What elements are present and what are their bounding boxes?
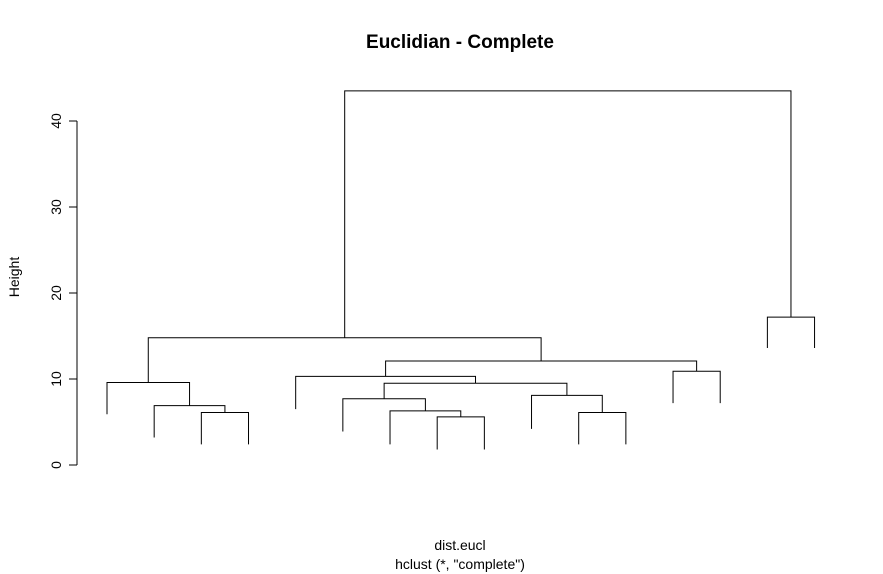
y-tick-label: 40 xyxy=(48,113,64,129)
y-tick-label: 10 xyxy=(48,371,64,387)
y-tick-label: 20 xyxy=(48,285,64,301)
dendrogram-merge xyxy=(147,337,542,383)
dendrogram-merge xyxy=(295,375,477,410)
chart-subtitle: hclust (*, "complete") xyxy=(395,556,525,572)
dendrogram-merge xyxy=(342,398,426,432)
y-tick-label: 30 xyxy=(48,199,64,215)
chart-title: Euclidian - Complete xyxy=(366,32,554,53)
dendrogram-merge xyxy=(106,381,191,415)
y-axis-label: Height xyxy=(6,257,22,298)
dendrogram-merge xyxy=(389,410,462,445)
x-axis-label: dist.eucl xyxy=(434,537,485,553)
dendrogram-tree xyxy=(106,90,816,450)
dendrogram-merge xyxy=(672,370,721,404)
dendrogram-merge xyxy=(578,412,627,445)
dendrogram-merge xyxy=(436,416,485,450)
dendrogram-merge xyxy=(766,316,816,349)
y-tick-label: 0 xyxy=(48,461,64,469)
dendrogram-merge xyxy=(385,360,698,377)
dendrogram-merge xyxy=(344,90,792,338)
dendrogram-merge xyxy=(153,405,226,438)
y-axis: 0 10 20 30 40 xyxy=(48,113,78,469)
dendrogram-merge xyxy=(200,412,250,445)
dendrogram-merge xyxy=(383,382,568,399)
